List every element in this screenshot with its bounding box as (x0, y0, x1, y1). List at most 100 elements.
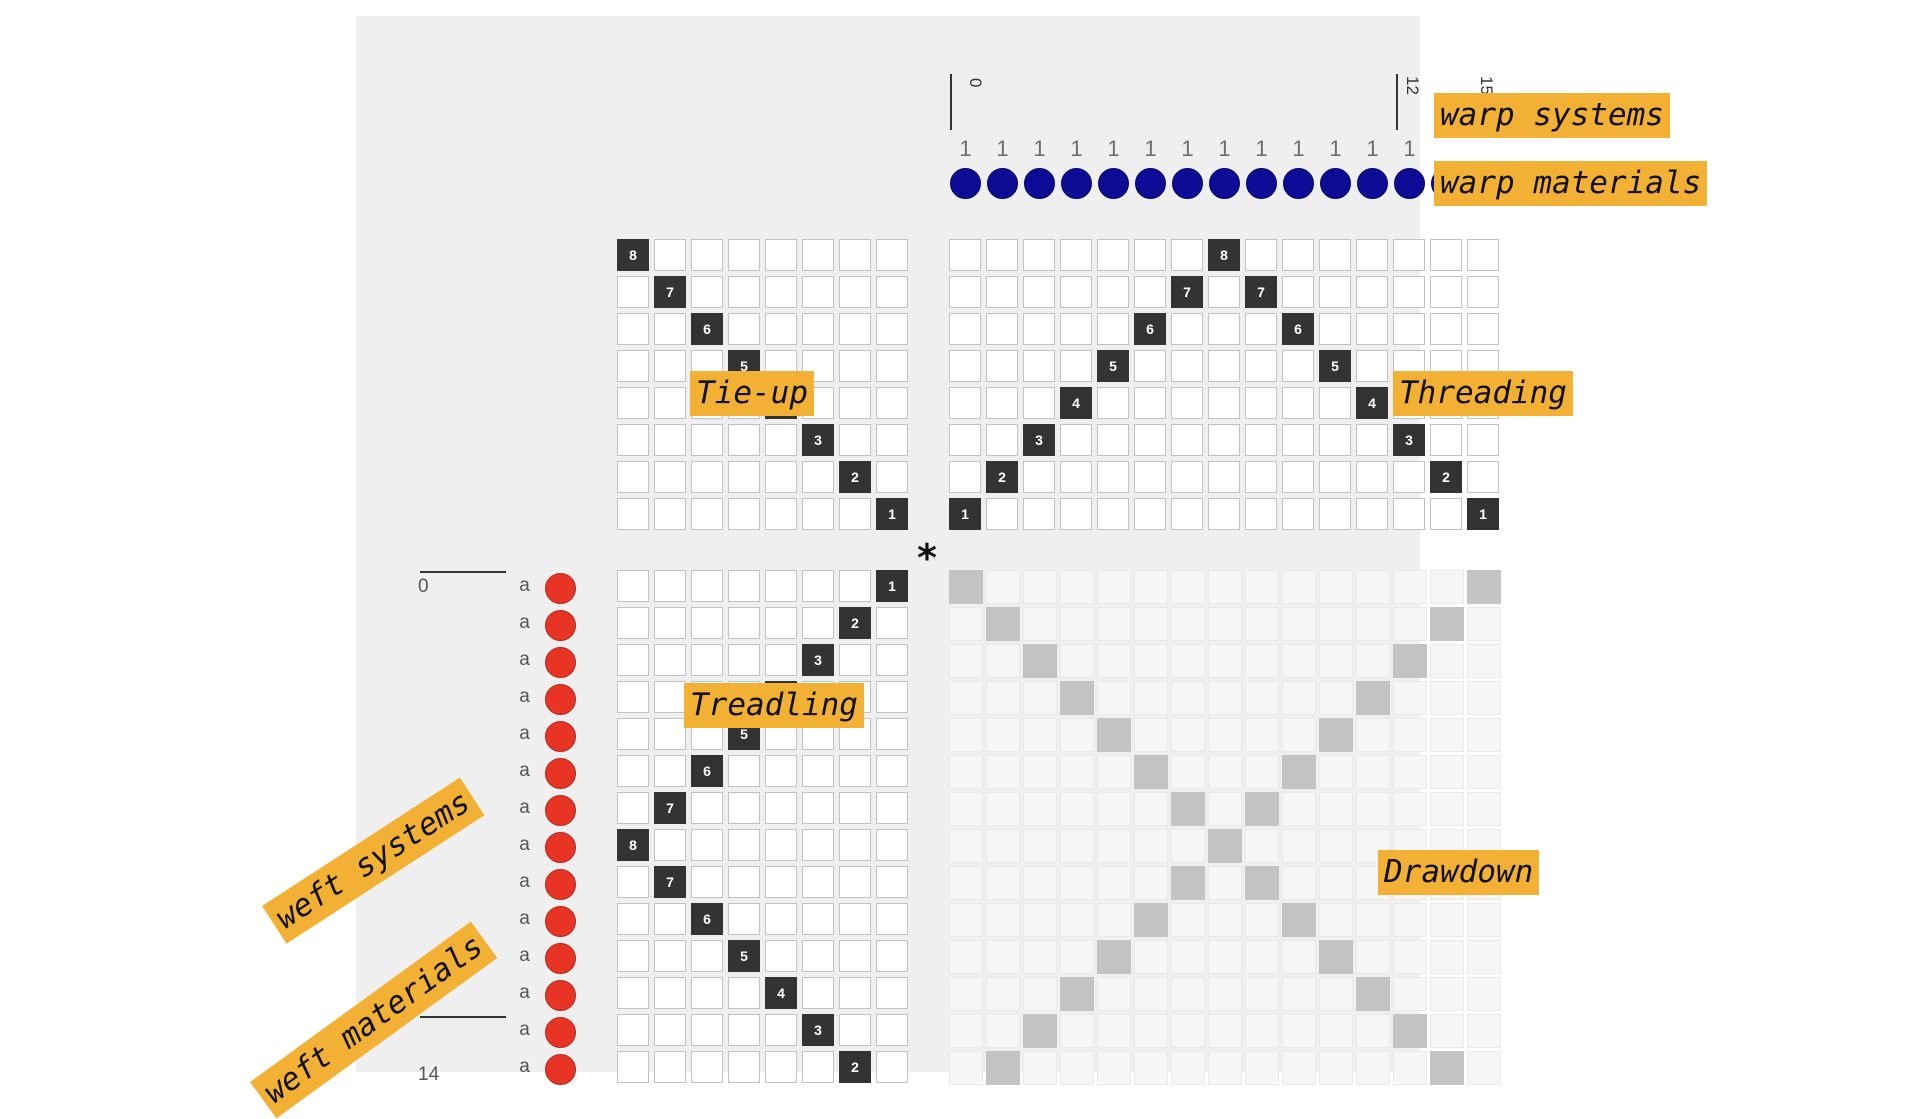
weft-index-label-14: 14 (418, 1064, 440, 1085)
treadling-cell (765, 792, 797, 824)
treadling-cell (765, 607, 797, 639)
warp-material-dot (1394, 168, 1425, 199)
treadling-cell (691, 1051, 723, 1083)
treadling-cell (839, 829, 871, 861)
treadling-cell (654, 755, 686, 787)
drawdown-cell (1060, 755, 1094, 789)
drawdown-cell (1245, 681, 1279, 715)
threading-cell (1208, 424, 1240, 456)
treadling-cell (765, 829, 797, 861)
threading-cell (1319, 276, 1351, 308)
treadling-filled-cell: 7 (654, 866, 686, 898)
warp-system-label: 1 (1329, 136, 1342, 161)
drawdown-raised-cell (1393, 644, 1427, 678)
drawdown-cell (1134, 644, 1168, 678)
threading-cell (1245, 239, 1277, 271)
drawdown-raised-cell (949, 570, 983, 604)
treadling-filled-cell: 3 (802, 1014, 834, 1046)
drawdown-raised-cell (1319, 718, 1353, 752)
drawdown-cell (986, 718, 1020, 752)
warp-system-label: 1 (1255, 136, 1268, 161)
drawdown-cell (986, 570, 1020, 604)
threading-cell (1319, 498, 1351, 530)
drawdown-cell (1430, 755, 1464, 789)
drawdown-cell (1023, 681, 1057, 715)
drawdown-cell (1171, 644, 1205, 678)
drawdown-cell (1023, 829, 1057, 863)
threading-cell (1023, 313, 1055, 345)
tieup-cell (802, 461, 834, 493)
warp-system-label: 1 (1366, 136, 1379, 161)
drawdown-raised-cell (1430, 607, 1464, 641)
tieup-cell (654, 387, 686, 419)
threading-cell (986, 424, 1018, 456)
tieup-cell (728, 313, 760, 345)
tieup-cell (691, 424, 723, 456)
tieup-filled-cell: 3 (802, 424, 834, 456)
tieup-cell (839, 276, 871, 308)
drawdown-cell (1134, 940, 1168, 974)
weft-material-dot (545, 869, 576, 900)
tieup-cell (802, 313, 834, 345)
treadling-cell (802, 570, 834, 602)
warp-material-dot (1209, 168, 1240, 199)
treadling-cell (765, 940, 797, 972)
drawdown-cell (1060, 607, 1094, 641)
drawdown-cell (1097, 755, 1131, 789)
drawdown-cell (1282, 681, 1316, 715)
threading-cell (1134, 424, 1166, 456)
drawdown-cell (986, 1014, 1020, 1048)
threading-cell (1060, 498, 1092, 530)
treadling-cell (839, 866, 871, 898)
drawdown-cell (1134, 607, 1168, 641)
treadling-filled-cell: 5 (728, 940, 760, 972)
drawdown-raised-cell (1023, 1014, 1057, 1048)
drawdown-cell (1134, 681, 1168, 715)
treadling-cell (876, 903, 908, 935)
treadling-cell (728, 829, 760, 861)
drawdown-cell (1430, 977, 1464, 1011)
treadling-cell (839, 792, 871, 824)
drawdown-cell (1282, 644, 1316, 678)
treadling-filled-cell: 1 (876, 570, 908, 602)
treadling-filled-cell: 3 (802, 644, 834, 676)
drawdown-cell (1356, 1014, 1390, 1048)
drawdown-cell (1467, 1014, 1501, 1048)
drawdown-cell (986, 903, 1020, 937)
drawdown-cell (1430, 940, 1464, 974)
drawdown-cell (1430, 1014, 1464, 1048)
threading-cell (949, 313, 981, 345)
drawdown-cell (1245, 1051, 1279, 1085)
threading-cell (1171, 498, 1203, 530)
treadling-cell (654, 681, 686, 713)
threading-cell (1356, 350, 1388, 382)
warp-system-label: 1 (996, 136, 1009, 161)
threading-cell (1097, 424, 1129, 456)
tieup-cell (728, 276, 760, 308)
threading-cell (1319, 313, 1351, 345)
drawdown-cell (949, 977, 983, 1011)
threading-cell (1430, 239, 1462, 271)
drawdown-cell (1319, 1051, 1353, 1085)
treadling-cell (728, 792, 760, 824)
threading-cell (1097, 276, 1129, 308)
treadling-cell (654, 718, 686, 750)
weft-material-dot (545, 573, 576, 604)
drawdown-cell (986, 644, 1020, 678)
treadling-cell (654, 607, 686, 639)
drawdown-cell (1134, 977, 1168, 1011)
threading-cell (1282, 387, 1314, 419)
drawdown-cell (1393, 940, 1427, 974)
drawdown-raised-cell (1097, 940, 1131, 974)
threading-cell (986, 350, 1018, 382)
threading-cell (1245, 461, 1277, 493)
drawdown-cell (1282, 607, 1316, 641)
treadling-cell (617, 866, 649, 898)
drawdown-raised-cell (1282, 903, 1316, 937)
drawdown-cell (1356, 792, 1390, 826)
threading-filled-cell: 5 (1097, 350, 1129, 382)
warp-material-dot (1246, 168, 1277, 199)
warp-system-label: 1 (1070, 136, 1083, 161)
warp-material-dot (1098, 168, 1129, 199)
tieup-cell (839, 498, 871, 530)
